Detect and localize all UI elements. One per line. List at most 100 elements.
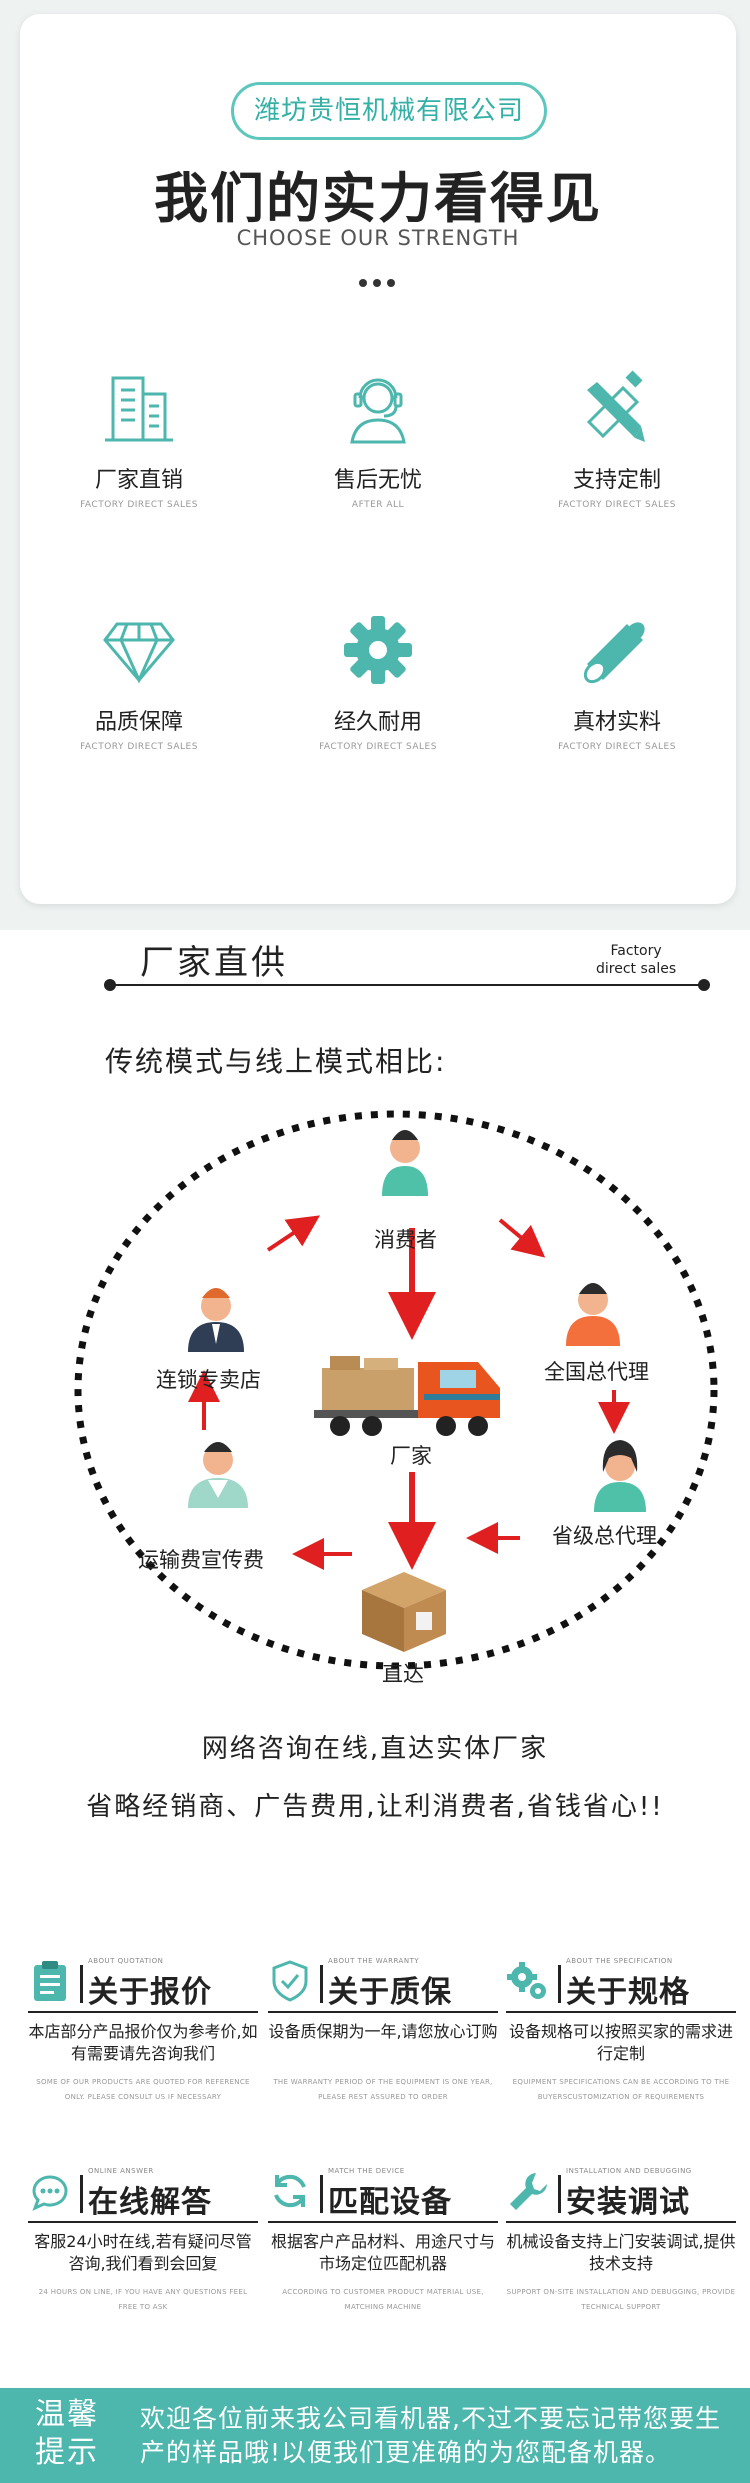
title-bar [80,1965,83,2003]
node-consumer: 消费者 [374,1228,437,1252]
national-agent-figure [566,1283,620,1346]
feature-title: 售后无忧 [333,468,422,493]
node-factory: 厂家 [390,1444,432,1468]
box-figure [362,1572,446,1652]
headset-agent-icon [350,378,406,444]
transport-figure [188,1442,248,1508]
node-chain-store: 连锁专卖店 [156,1368,261,1392]
wrench-icon [510,2173,547,2210]
pipe-icon [583,622,645,684]
node-province-agent: 省级总代理 [552,1524,657,1548]
distribution-cycle-diagram: 消费者 全国总代理 省级总代理 直达 运输费宣传费 连锁专卖店 厂家 [0,1100,750,1700]
info-underline [28,2011,258,2013]
section-divider-line [110,984,704,986]
gear-icon [344,616,412,684]
info-title: 在线解答 [88,2185,212,2220]
info-en-label: MATCH THE DEVICE [328,2167,405,2175]
title-bar [80,2175,83,2213]
feature-subtitle: AFTER ALL [351,500,405,510]
factory-direct-en-line1: Factory [610,943,662,959]
feature-subtitle: FACTORY DIRECT SALES [80,742,198,752]
info-footnote: 24 HOURS ON LINE, IF YOU HAVE ANY QUESTI… [38,2288,248,2311]
info-en-label: ONLINE ANSWER [88,2167,154,2175]
feature-title: 品质保障 [94,710,183,735]
dotted-circle [74,1110,718,1670]
arrow-chain-to-consumer [266,1215,320,1252]
province-agent-figure [594,1440,646,1512]
ruler-pencil-icon [586,370,645,442]
info-body: 根据客户产品材料、用途尺寸与市场定位匹配机器 [270,2232,495,2273]
chain-store-figure [188,1288,244,1352]
feature-quality: 品质保障 FACTORY DIRECT SALES [20,610,258,752]
info-footnote: EQUIPMENT SPECIFICATIONS CAN BE ACCORDIN… [512,2078,730,2101]
info-en-label: ABOUT QUOTATION [88,1957,164,1965]
node-national-agent: 全国总代理 [544,1360,649,1384]
warm-tip-text: 欢迎各位前来我公司看机器,不过不要忘记带您要生产的样品哦!以便我们更准确的为您配… [140,2404,721,2467]
refresh-icon [274,2174,306,2208]
node-direct: 直达 [382,1662,424,1686]
info-underline [268,2011,498,2013]
info-underline [28,2221,258,2223]
info-body: 本店部分产品报价仅为参考价,如有需要请先咨询我们 [28,2022,258,2063]
warm-tip-tag: 温馨 提示 [22,2396,112,2476]
divider-dot-right [698,979,710,991]
feature-after-sales: 售后无忧 AFTER ALL [259,368,497,510]
info-specification: ABOUT THE SPECIFICATION 关于规格 设备规格可以按照买家的… [506,1955,736,2101]
feature-subtitle: FACTORY DIRECT SALES [80,500,198,510]
company-name-badge: 潍坊贵恒机械有限公司 [231,82,547,140]
feature-title: 厂家直销 [94,468,183,493]
title-bar [320,2175,323,2213]
slogan-online-consult: 网络咨询在线,直达实体厂家 [201,1734,549,1764]
feature-subtitle: FACTORY DIRECT SALES [319,742,437,752]
info-underline [506,2011,736,2013]
factory-direct-en: Factory direct sales [596,942,676,978]
info-body: 机械设备支持上门安装调试,提供技术支持 [506,2232,736,2273]
info-title: 关于报价 [88,1975,212,2010]
factory-direct-title: 厂家直供 [140,943,288,983]
arrow-consumer-to-national [498,1218,546,1258]
feature-title: 经久耐用 [333,710,422,735]
warm-tip-bar: 温馨 提示 欢迎各位前来我公司看机器,不过不要忘记带您要生产的样品哦!以便我们更… [0,2388,750,2483]
compare-heading: 传统模式与线上模式相比: [105,1045,447,1078]
feature-customization: 支持定制 FACTORY DIRECT SALES [498,368,736,510]
factory-direct-en-line2: direct sales [596,961,677,977]
feature-subtitle: FACTORY DIRECT SALES [558,742,676,752]
strength-title: 我们的实力看得见 [154,167,602,230]
cycle-graphic [74,1110,718,1670]
info-quotation: ABOUT QUOTATION 关于报价 本店部分产品报价仅为参考价,如有需要请… [28,1955,258,2101]
info-body: 设备质保期为一年,请您放心订购 [268,2022,498,2041]
clipboard-icon [34,1961,66,2001]
feature-title: 真材实料 [572,710,661,735]
info-title: 匹配设备 [328,2185,452,2220]
info-footnote: THE WARRANTY PERIOD OF THE EQUIPMENT IS … [273,2078,493,2101]
title-bar [320,1965,323,2003]
info-title: 安装调试 [566,2185,690,2220]
warm-tip-tag-line1: 温馨 [35,2397,99,2432]
truck-figure [314,1356,500,1436]
feature-real-material: 真材实料 FACTORY DIRECT SALES [498,610,736,752]
info-body: 设备规格可以按照买家的需求进行定制 [508,2022,733,2063]
info-underline [506,2221,736,2223]
title-bar [558,2175,561,2213]
info-match-device: MATCH THE DEVICE 匹配设备 根据客户产品材料、用途尺寸与市场定位… [268,2165,498,2311]
slogan-save-cost: 省略经销商、广告费用,让利消费者,省钱省心!! [86,1792,664,1822]
info-warranty: ABOUT THE WARRANTY 关于质保 设备质保期为一年,请您放心订购 … [268,1955,498,2101]
info-underline [268,2221,498,2223]
info-title: 关于规格 [566,1975,690,2010]
shield-icon [272,1960,308,2002]
feature-durable: 经久耐用 FACTORY DIRECT SALES [259,610,497,752]
info-title: 关于质保 [328,1975,452,2010]
node-transport-promo: 运输费宣传费 [138,1548,264,1572]
info-footnote: SOME OF OUR PRODUCTS ARE QUOTED FOR REFE… [36,2078,250,2101]
feature-factory-direct: 厂家直销 FACTORY DIRECT SALES [20,368,258,510]
building-icon [105,376,173,442]
info-installation: INSTALLATION AND DEBUGGING 安装调试 机械设备支持上门… [506,2165,736,2311]
info-footnote: SUPPORT ON-SITE INSTALLATION AND DEBUGGI… [506,2288,736,2311]
info-footnote: ACCORDING TO CUSTOMER PRODUCT MATERIAL U… [282,2288,484,2311]
title-bar [558,1965,561,2003]
feature-subtitle: FACTORY DIRECT SALES [558,500,676,510]
info-en-label: INSTALLATION AND DEBUGGING [566,2167,692,2175]
warm-tip-tag-line2: 提示 [35,2435,99,2470]
info-body: 客服24小时在线,若有疑问尽管咨询,我们看到会回复 [34,2232,252,2273]
feature-title: 支持定制 [572,468,661,493]
